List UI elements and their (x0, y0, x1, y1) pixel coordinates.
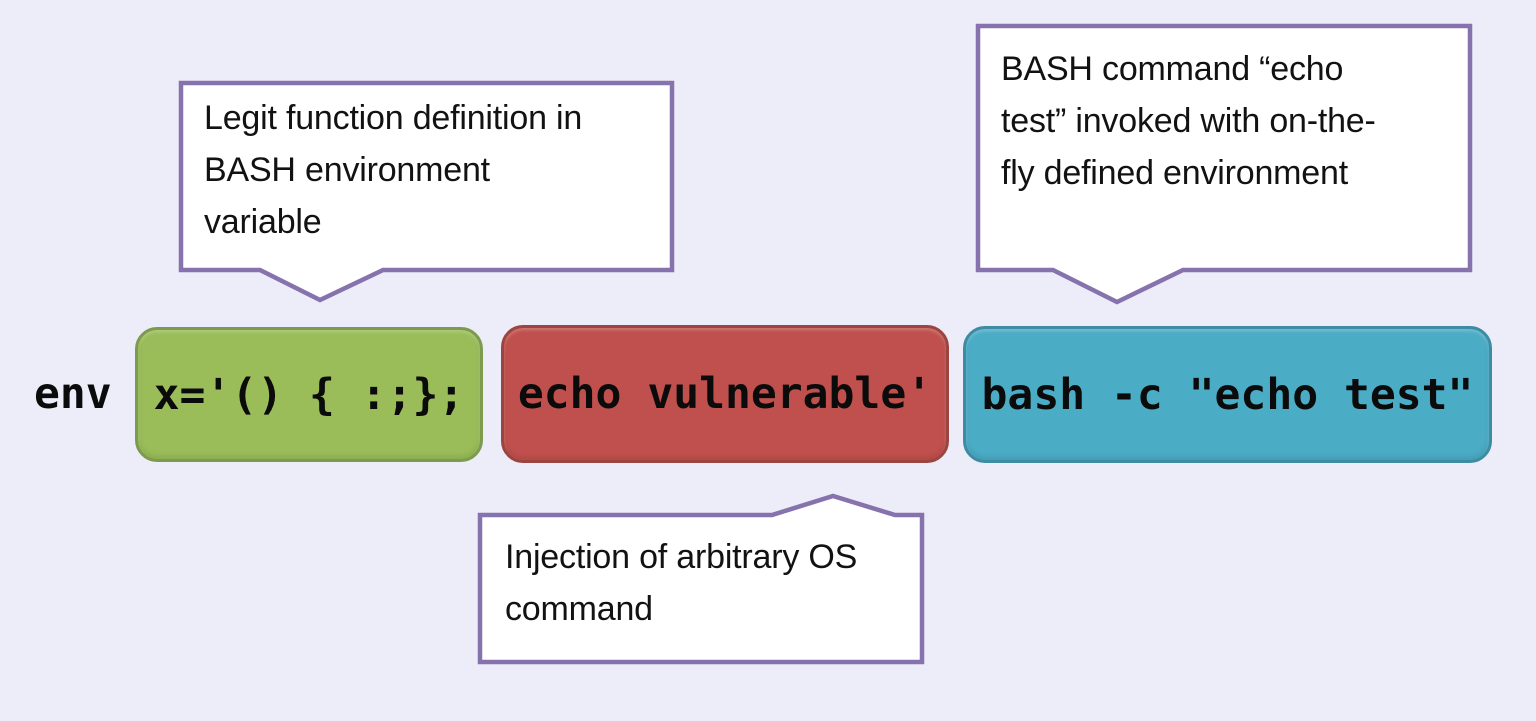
speech-bubble-down-icon (178, 80, 675, 303)
command-line: env x='() { :;}; echo vulnerable' bash -… (0, 325, 1536, 463)
callout-injected-command: Injection of arbitrary OS command (477, 493, 925, 665)
command-segment-bash-invocation: bash -c "echo test" (963, 326, 1492, 463)
command-prefix: env (34, 369, 112, 419)
speech-bubble-down-icon (975, 23, 1473, 305)
callout-bash-invocation-text: BASH command “echo test” invoked with on… (1001, 50, 1376, 192)
command-segment-function-definition: x='() { :;}; (135, 327, 483, 462)
callout-function-definition: Legit function definition in BASH enviro… (178, 80, 675, 305)
callout-function-definition-text: Legit function definition in BASH enviro… (204, 99, 583, 241)
callout-bash-invocation: BASH command “echo test” invoked with on… (975, 23, 1473, 307)
command-segment-injected-command: echo vulnerable' (501, 325, 949, 463)
speech-bubble-up-icon (477, 493, 925, 665)
callout-injected-command-text: Injection of arbitrary OS command (505, 538, 858, 628)
